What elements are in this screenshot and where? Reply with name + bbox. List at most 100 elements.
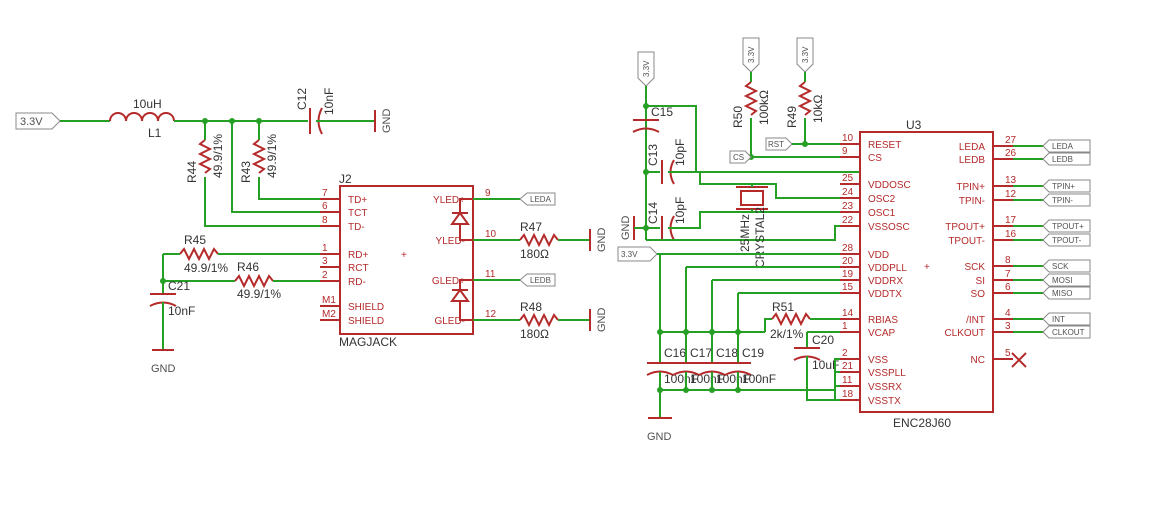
resistor-R46: R46 49.9/1% xyxy=(234,260,281,301)
magjack-J2: J2 MAGJACK + 7TD+6TCT8TD-1RD+3RCT2RD-M1S… xyxy=(320,172,497,349)
U3-right-pins: 27LEDA26LEDB13TPIN+12TPIN-17TPOUT+16TPOU… xyxy=(944,135,1016,366)
J2-pin-number: 12 xyxy=(485,309,497,320)
U3-pin-7: 7SI xyxy=(976,269,1013,287)
U3-left-pins: 10RESET9CS25VDDOSC24OSC223OSC122VSSOSC28… xyxy=(840,133,911,407)
C13-value: 10pF xyxy=(673,139,687,166)
U3-pin-name: TPOUT- xyxy=(948,236,985,247)
U3-pin-name: VSSPLL xyxy=(868,368,906,379)
U3-pin-name: RESET xyxy=(868,140,901,151)
J2-pin-number: 7 xyxy=(322,188,328,199)
gnd-symbol-c12: GND xyxy=(374,109,393,133)
R47-ref: R47 xyxy=(520,220,542,234)
crystal-ref: CRYSTAL2 xyxy=(753,207,767,268)
J2-pin-number: M2 xyxy=(322,309,336,320)
net-flag-label: LEDA xyxy=(1052,142,1074,151)
U3-pin-name: RBIAS xyxy=(868,315,898,326)
net-flag-clkout: CLKOUT xyxy=(1013,325,1091,339)
U3-pin-number: 15 xyxy=(842,282,854,293)
U3-pin-name: VCAP xyxy=(868,328,896,339)
gnd-label-r48: GND xyxy=(596,308,608,333)
C16-value: 100nF xyxy=(664,372,698,386)
net-flag-label: TPOUT+ xyxy=(1052,222,1084,231)
C21-value: 10nF xyxy=(168,304,195,318)
R51-ref: R51 xyxy=(772,300,794,314)
U3-pin-name: CS xyxy=(868,153,882,164)
U3-pin-number: 23 xyxy=(842,201,854,212)
U3-pin-number: 11 xyxy=(842,375,853,386)
gnd-label-r47: GND xyxy=(596,228,608,253)
C18-ref: C18 xyxy=(716,346,738,360)
U3-pin-name: /INT xyxy=(966,315,985,326)
power-flag-3v3-left: 3.3V xyxy=(617,246,658,262)
J2-pin-number: 9 xyxy=(485,188,491,199)
C14-value: 10pF xyxy=(673,197,687,224)
J2-pin-name: RCT xyxy=(348,263,369,274)
U3-pin-4: 4/INT xyxy=(966,308,1013,326)
capacitor-C13: C13 10pF xyxy=(646,139,687,185)
R43-value: 49.9/1% xyxy=(265,134,279,178)
U3-pin-name: VDDOSC xyxy=(868,180,911,191)
J2-pin-name: SHIELD xyxy=(348,316,384,327)
ic-U3-ENC28J60: U3 ENC28J60 + 10RESET9CS25VDDOSC24OSC223… xyxy=(840,118,1017,430)
net-flag-tpin-n: TPIN- xyxy=(1013,193,1091,207)
nc-marker xyxy=(1011,352,1027,368)
U3-pin-number: 21 xyxy=(842,361,854,372)
C19-value: 100nF xyxy=(742,372,776,386)
U3-pin-number: 12 xyxy=(1005,189,1017,200)
power-flag-3v3-top3: 3.3V xyxy=(796,37,814,73)
crystal-value: 25MHz xyxy=(738,214,752,252)
U3-pin-name: VDD xyxy=(868,250,889,261)
U3-pin-name: VDDRX xyxy=(868,276,903,287)
svg-text:+: + xyxy=(401,250,407,261)
U3-pin-name: VSS xyxy=(868,355,888,366)
C17-value: 100nF xyxy=(690,372,724,386)
gnd-symbol-r47: GND xyxy=(589,228,608,253)
C19-ref: C19 xyxy=(742,346,764,360)
R48-value: 180Ω xyxy=(520,327,549,341)
J2-pin-name: YLED+ xyxy=(433,195,465,206)
C12-value: 10nF xyxy=(322,88,336,115)
C17-ref: C17 xyxy=(690,346,712,360)
J2-pin-name: SHIELD xyxy=(348,302,384,313)
R48-ref: R48 xyxy=(520,300,542,314)
power-flag-3v3-top2: 3.3V xyxy=(742,37,760,73)
U3-pin-number: 9 xyxy=(842,146,848,157)
U3-pin-9: 9CS xyxy=(840,146,882,164)
U3-pin-number: 5 xyxy=(1005,348,1011,359)
gnd-label-c21: GND xyxy=(151,363,176,375)
U3-pin-name: SO xyxy=(971,289,986,300)
capacitor-C15: C15 xyxy=(632,105,673,133)
R43-ref: R43 xyxy=(239,161,253,183)
v33-flag-label-2: 3.3V xyxy=(747,46,756,63)
J2-pin-number: 11 xyxy=(485,269,496,280)
net-flag-label: CLKOUT xyxy=(1052,328,1085,337)
capacitor-C14: C14 10pF xyxy=(646,197,687,241)
net-flag-cs: CS xyxy=(729,150,752,164)
U3-pin-number: 25 xyxy=(842,173,854,184)
U3-pin-number: 4 xyxy=(1005,308,1011,319)
U3-pin-number: 22 xyxy=(842,215,854,226)
gnd-label-decoupling: GND xyxy=(647,431,672,443)
power-input-3v3: 3.3V xyxy=(15,112,61,130)
R51-value: 2k/1% xyxy=(770,327,804,341)
J2-ref: J2 xyxy=(339,172,352,186)
C15-ref: C15 xyxy=(651,105,673,119)
U3-pin-number: 10 xyxy=(842,133,854,144)
power-flag-3v3-top1: 3.3V xyxy=(637,51,655,87)
U3-name: ENC28J60 xyxy=(893,416,951,430)
cs-flag-label: CS xyxy=(733,153,744,162)
U3-pin-name: TPOUT+ xyxy=(945,222,985,233)
C20-value: 10uF xyxy=(812,358,839,372)
